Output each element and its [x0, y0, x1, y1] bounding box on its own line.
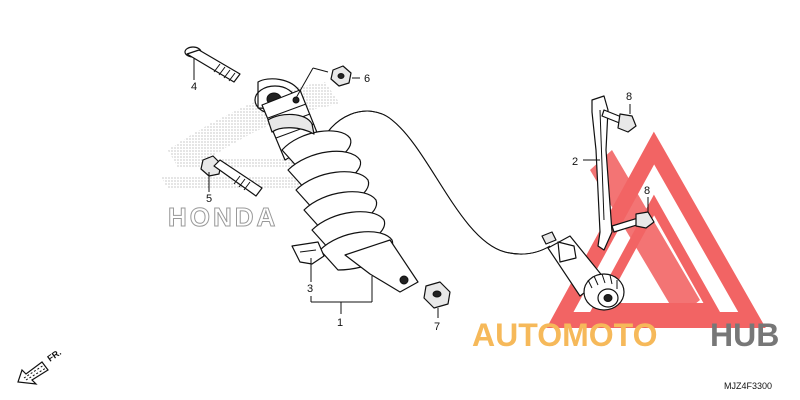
nut-upper — [330, 65, 352, 87]
bracket-bolt-lower — [611, 211, 655, 233]
nut-lower — [423, 281, 451, 309]
adjuster-bracket — [591, 95, 613, 251]
mount-bolt-lower — [200, 155, 263, 197]
front-direction-label: FR. — [45, 347, 63, 364]
callout-8-lower: 8 — [644, 185, 650, 197]
front-direction-arrow-icon: FR. — [17, 347, 63, 385]
cable-clip — [291, 241, 325, 265]
diagram-code: MJZ4F3300 — [724, 381, 772, 391]
callout-1: 1 — [337, 317, 343, 329]
callout-4: 4 — [191, 81, 197, 93]
callout-6: 6 — [364, 73, 370, 85]
leader-lines — [193, 58, 649, 318]
watermark-auto-text: AUTOMOTO — [472, 317, 657, 353]
callout-3: 3 — [307, 283, 313, 295]
callout-5: 5 — [206, 193, 212, 205]
automotohub-watermark: AUTOMOTO HUB — [472, 317, 779, 353]
bracket-bolt-upper — [601, 109, 637, 133]
callout-7: 7 — [434, 321, 440, 333]
callout-2: 2 — [572, 156, 578, 168]
callout-8-upper: 8 — [626, 91, 632, 103]
honda-wordmark: HONDA — [168, 202, 278, 232]
mount-bolt-top — [184, 46, 241, 83]
preload-adjuster — [541, 231, 625, 311]
watermark-hub-text: HUB — [710, 317, 779, 353]
rear-shock-absorber — [254, 78, 419, 293]
